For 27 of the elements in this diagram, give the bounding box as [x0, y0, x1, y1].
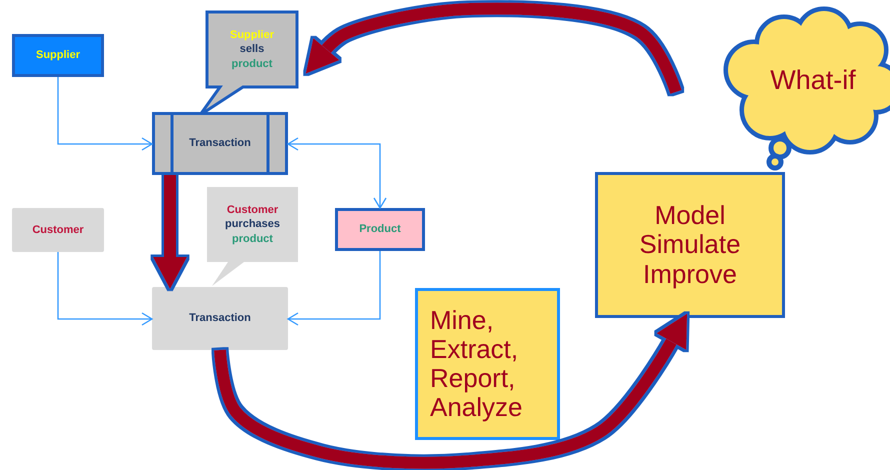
callout-text: Customer — [226, 203, 278, 218]
callout-text: Supplier — [230, 28, 274, 42]
callout-text: product — [232, 56, 272, 71]
process-box — [152, 112, 288, 175]
box-label: Model Simulate Improve — [638, 201, 742, 289]
note-box — [415, 288, 560, 440]
callout-text: product — [232, 232, 273, 246]
note-box — [595, 172, 785, 318]
flow-arrow — [305, 2, 682, 94]
box-label: Product — [359, 222, 401, 237]
connector-arrow — [287, 137, 387, 209]
callout-text: sells — [240, 42, 264, 57]
box-label: Transaction — [189, 136, 251, 151]
box-label: Transaction — [189, 311, 251, 326]
callout-text: purchases — [224, 217, 280, 232]
box-label: Mine, Extract, Report, Analyze — [430, 306, 524, 422]
box-label: Customer — [32, 222, 84, 238]
connector-arrow — [287, 251, 381, 326]
connector-arrow — [57, 77, 153, 151]
connector-arrow — [57, 252, 153, 326]
entity-box — [335, 208, 425, 251]
entity-box — [12, 34, 104, 77]
flow-arrow — [153, 175, 187, 289]
cloud-text: What-if — [770, 65, 856, 96]
process-box — [152, 287, 288, 350]
entity-box — [12, 208, 104, 252]
box-label: Supplier — [36, 48, 80, 63]
